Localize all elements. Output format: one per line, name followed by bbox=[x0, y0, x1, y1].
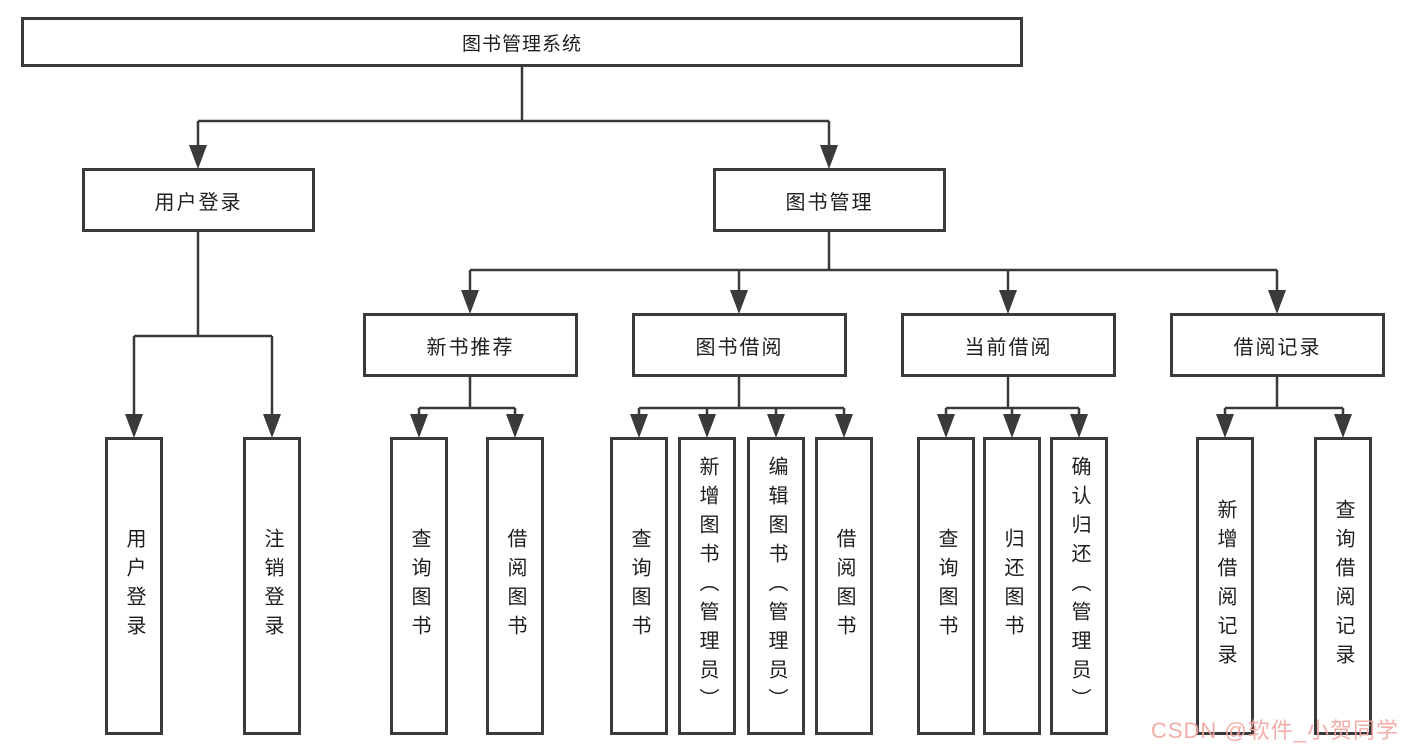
leaf-confirm-return-admin-label: 确认归还（管理员） bbox=[1068, 455, 1090, 717]
leaf-user-login-label: 用户登录 bbox=[123, 528, 145, 644]
leaf-edit-books-admin: 编辑图书（管理员） bbox=[747, 437, 805, 735]
leaf-edit-books-admin-label: 编辑图书（管理员） bbox=[765, 455, 787, 717]
leaf-borrowing-query-books-label: 查询图书 bbox=[628, 528, 650, 644]
leaf-add-borrow-record: 新增借阅记录 bbox=[1196, 437, 1254, 735]
node-current-borrowing: 当前借阅 bbox=[901, 313, 1116, 377]
leaf-return-books-label: 归还图书 bbox=[1001, 528, 1023, 644]
node-user-login-label: 用户登录 bbox=[154, 191, 243, 214]
node-book-borrowing: 图书借阅 bbox=[632, 313, 847, 377]
leaf-borrowing-query-books: 查询图书 bbox=[610, 437, 668, 735]
leaf-current-query-books: 查询图书 bbox=[917, 437, 975, 735]
leaf-user-login: 用户登录 bbox=[105, 437, 163, 735]
leaf-borrowing-borrow-books-label: 借阅图书 bbox=[833, 528, 855, 644]
node-new-book-recommend: 新书推荐 bbox=[363, 313, 578, 377]
leaf-query-borrow-record-label: 查询借阅记录 bbox=[1332, 499, 1354, 673]
node-borrowing-records: 借阅记录 bbox=[1170, 313, 1385, 377]
node-book-management-label: 图书管理 bbox=[785, 191, 874, 214]
leaf-query-borrow-record: 查询借阅记录 bbox=[1314, 437, 1372, 735]
node-current-borrowing-label: 当前借阅 bbox=[964, 336, 1053, 359]
leaf-logout-label: 注销登录 bbox=[261, 528, 283, 644]
leaf-recommend-borrow-books-label: 借阅图书 bbox=[504, 528, 526, 644]
leaf-current-query-books-label: 查询图书 bbox=[935, 528, 957, 644]
leaf-add-books-admin: 新增图书（管理员） bbox=[678, 437, 736, 735]
node-root: 图书管理系统 bbox=[21, 17, 1023, 67]
csdn-watermark: CSDN @软件_小贺同学 bbox=[1150, 718, 1399, 743]
leaf-recommend-query-books: 查询图书 bbox=[390, 437, 448, 735]
leaf-add-borrow-record-label: 新增借阅记录 bbox=[1214, 499, 1236, 673]
leaf-logout: 注销登录 bbox=[243, 437, 301, 735]
leaf-recommend-query-books-label: 查询图书 bbox=[408, 528, 430, 644]
leaf-add-books-admin-label: 新增图书（管理员） bbox=[696, 455, 718, 717]
node-user-login: 用户登录 bbox=[82, 168, 315, 232]
node-book-borrowing-label: 图书借阅 bbox=[695, 336, 784, 359]
leaf-return-books: 归还图书 bbox=[983, 437, 1041, 735]
node-new-book-recommend-label: 新书推荐 bbox=[426, 336, 515, 359]
leaf-recommend-borrow-books: 借阅图书 bbox=[486, 437, 544, 735]
leaf-confirm-return-admin: 确认归还（管理员） bbox=[1050, 437, 1108, 735]
node-root-label: 图书管理系统 bbox=[461, 33, 582, 55]
node-book-management: 图书管理 bbox=[713, 168, 946, 232]
node-borrowing-records-label: 借阅记录 bbox=[1233, 336, 1322, 359]
leaf-borrowing-borrow-books: 借阅图书 bbox=[815, 437, 873, 735]
